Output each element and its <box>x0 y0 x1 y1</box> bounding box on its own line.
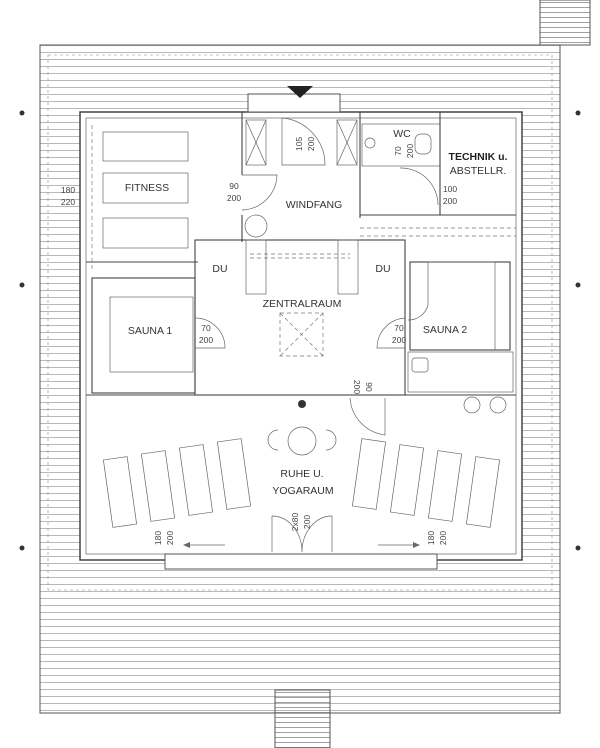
svg-text:180: 180 <box>61 185 75 195</box>
entrance-arrow-icon <box>287 86 313 98</box>
svg-text:180: 180 <box>153 531 163 545</box>
svg-text:100: 100 <box>443 184 457 194</box>
room-label-sauna2: SAUNA 2 <box>423 324 468 336</box>
room-label-zentralraum: ZENTRALRAUM <box>263 298 342 310</box>
svg-text:200: 200 <box>302 515 312 529</box>
room-label-yogaraum: YOGARAUM <box>272 485 333 497</box>
dim-sauna1-door: 70 200 <box>199 323 213 345</box>
svg-text:70: 70 <box>394 323 404 333</box>
room-label-wc: WC <box>393 128 411 140</box>
dim-wc-door: 70 200 <box>393 144 415 158</box>
dim-sauna2-door: 70 200 <box>392 323 406 345</box>
dim-entry-door: 105 200 <box>294 137 316 151</box>
svg-text:200: 200 <box>352 380 362 394</box>
room-label-fitness: FITNESS <box>125 182 169 194</box>
stairs-top-right <box>539 0 591 46</box>
svg-text:70: 70 <box>201 323 211 333</box>
room-label-sauna1: SAUNA 1 <box>128 325 173 337</box>
dim-terrace-door: 2x80 200 <box>290 513 312 532</box>
svg-text:200: 200 <box>443 196 457 206</box>
svg-text:70: 70 <box>393 146 403 156</box>
room-label-du-right: DU <box>375 263 390 275</box>
loungers-right <box>351 438 501 528</box>
dim-slide-right: 180 200 <box>426 531 448 545</box>
svg-text:180: 180 <box>426 531 436 545</box>
svg-text:90: 90 <box>364 382 374 392</box>
svg-text:220: 220 <box>61 197 75 207</box>
svg-text:200: 200 <box>165 531 175 545</box>
svg-text:200: 200 <box>392 335 406 345</box>
loungers-left <box>102 438 252 528</box>
svg-text:2x80: 2x80 <box>290 513 300 532</box>
room-label-abstellraum: ABSTELLR. <box>450 165 507 177</box>
svg-text:105: 105 <box>294 137 304 151</box>
column-icon <box>298 400 306 408</box>
room-label-ruhe: RUHE U. <box>280 468 323 480</box>
room-label-technik: TECHNIK u. <box>449 151 508 163</box>
dim-ruhe-door: 90 200 <box>352 380 374 394</box>
dim-fitness-door: 90 200 <box>227 181 241 203</box>
svg-text:90: 90 <box>229 181 239 191</box>
svg-text:200: 200 <box>438 531 448 545</box>
svg-text:200: 200 <box>227 193 241 203</box>
room-label-du-left: DU <box>212 263 227 275</box>
stairs-bottom <box>274 689 331 748</box>
building <box>79 86 523 570</box>
dim-technik-door: 100 200 <box>443 184 457 206</box>
svg-text:200: 200 <box>405 144 415 158</box>
dim-fitness-window: 180 220 <box>61 185 75 207</box>
svg-text:200: 200 <box>199 335 213 345</box>
svg-text:200: 200 <box>306 137 316 151</box>
room-label-windfang: WINDFANG <box>286 199 343 211</box>
survey-points <box>19 110 581 551</box>
dim-slide-left: 180 200 <box>153 531 175 545</box>
